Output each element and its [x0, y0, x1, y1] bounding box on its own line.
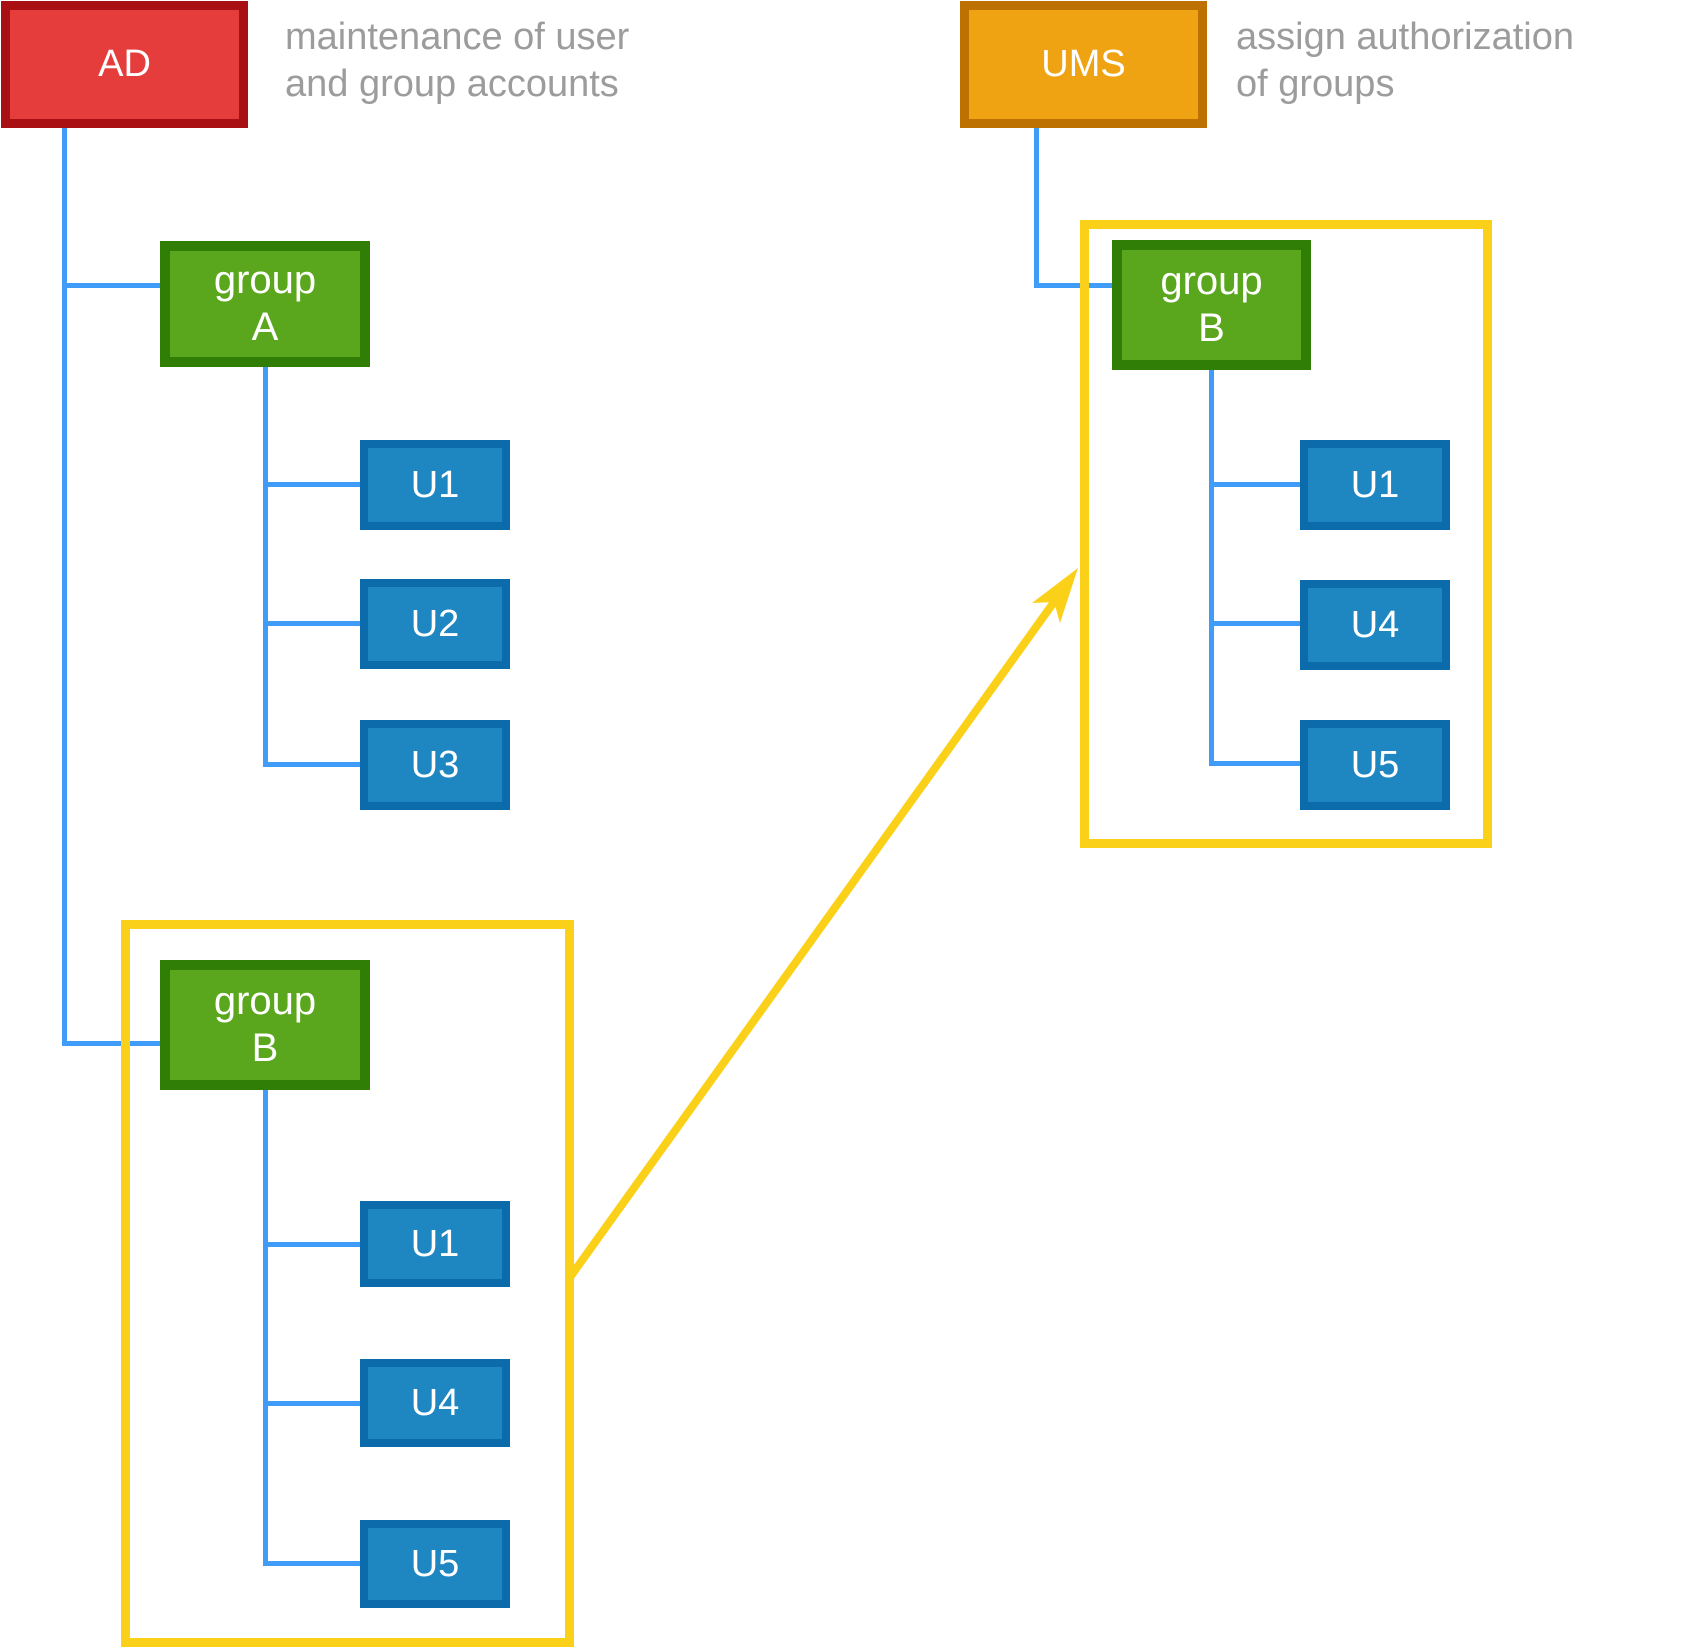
group-a-label-line1: group: [213, 257, 317, 302]
group-a-user-u3: U3: [360, 720, 510, 810]
user-label: U4: [1350, 603, 1400, 646]
ums-label: UMS: [1041, 43, 1126, 85]
ums-annotation: assign authorization of groups: [1236, 14, 1574, 108]
group-b-right-user-u5: U5: [1300, 720, 1450, 810]
user-label: U1: [1350, 463, 1400, 506]
group-b-right-label-line2: B: [1198, 306, 1225, 350]
group-b-right-node: group B: [1112, 240, 1311, 370]
ad-label: AD: [98, 43, 151, 85]
group-a-node: group A: [160, 241, 370, 367]
connector-group-a-u1: [266, 482, 362, 487]
group-b-left-node: group B: [160, 960, 370, 1090]
connector-group-b-right-u1: [1212, 482, 1302, 487]
connector-ums-to-group-b: [1034, 283, 1114, 288]
group-b-left-label-line1: group: [213, 978, 317, 1023]
connector-group-a-u3: [266, 762, 362, 767]
user-label: U2: [410, 602, 460, 645]
group-a-user-u1: U1: [360, 440, 510, 530]
user-label: U3: [410, 743, 460, 786]
connector-group-b-left-trunk: [263, 1090, 268, 1566]
group-a-label-line2: A: [251, 305, 279, 349]
connector-group-b-left-u5: [266, 1561, 362, 1566]
ad-annotation: maintenance of user and group accounts: [285, 14, 629, 108]
connector-group-b-right-u5: [1212, 761, 1302, 766]
group-b-left-user-u4: U4: [360, 1359, 510, 1447]
group-b-right-user-u4: U4: [1300, 580, 1450, 670]
group-b-right-label-line1: group: [1160, 258, 1263, 303]
user-label: U5: [1350, 743, 1400, 786]
ums-node: UMS: [960, 1, 1207, 128]
user-label: U4: [410, 1381, 460, 1424]
user-label: U1: [410, 1222, 460, 1265]
ad-annotation-line2: and group accounts: [285, 63, 619, 105]
connector-group-b-right-trunk: [1209, 370, 1214, 766]
connector-group-b-left-u1: [266, 1242, 362, 1247]
group-a-user-u2: U2: [360, 579, 510, 669]
connector-ad-to-group-b: [62, 1041, 162, 1046]
connector-group-b-left-u4: [266, 1401, 362, 1406]
connector-group-b-right-u4: [1212, 621, 1302, 626]
ad-node: AD: [1, 1, 248, 128]
connector-ad-to-group-a: [62, 283, 162, 288]
connector-group-a-u2: [266, 621, 362, 626]
ad-annotation-line1: maintenance of user: [285, 16, 630, 58]
group-b-left-user-u5: U5: [360, 1520, 510, 1608]
group-b-left-user-u1: U1: [360, 1201, 510, 1287]
connector-group-a-trunk: [263, 367, 268, 767]
ums-annotation-line1: assign authorization: [1236, 16, 1574, 58]
connector-ums-trunk: [1034, 128, 1039, 288]
yellow-frame-left-group-b: [121, 920, 574, 1647]
yellow-frame-right-group-b: [1080, 220, 1492, 848]
connector-ad-trunk: [62, 128, 67, 1046]
user-label: U1: [410, 463, 460, 506]
group-b-right-user-u1: U1: [1300, 440, 1450, 530]
ums-annotation-line2: of groups: [1236, 63, 1395, 105]
group-b-left-label-line2: B: [251, 1026, 279, 1070]
user-label: U5: [410, 1542, 460, 1585]
